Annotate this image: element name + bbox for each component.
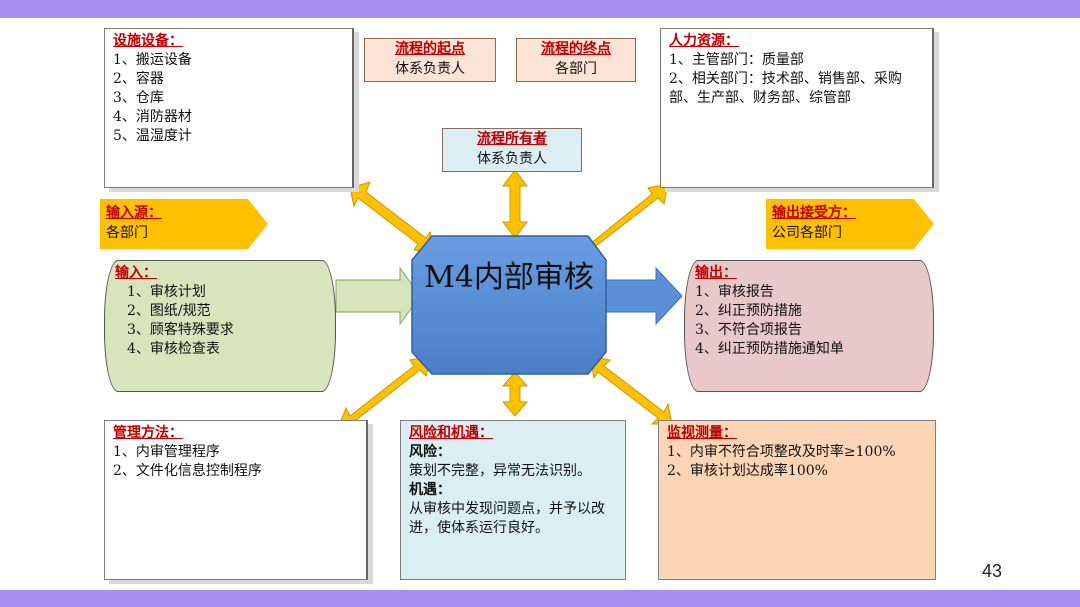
facilities-title: 设施设备： bbox=[113, 33, 183, 49]
output-receiver-box: 输出接受方： 公司各部门 bbox=[766, 199, 934, 249]
arrow-management bbox=[337, 355, 433, 429]
human-resources-box: 人力资源： 1、主管部门：质量部 2、相关部门：技术部、销售部、采购部、生产部、… bbox=[660, 28, 934, 188]
outputs-box: 输出： 1、审核报告 2、纠正预防措施 3、不符合项报告 4、纠正预防措施通知单 bbox=[684, 260, 934, 392]
input-arrow bbox=[335, 266, 421, 326]
input-source-box: 输入源： 各部门 bbox=[100, 199, 268, 249]
top-band bbox=[0, 0, 1080, 18]
arrow-owner bbox=[502, 169, 528, 239]
process-start-box: 流程的起点 体系负责人 bbox=[364, 38, 496, 82]
outputs-item: 4、纠正预防措施通知单 bbox=[695, 341, 844, 357]
outputs-title: 输出： bbox=[695, 265, 737, 281]
inputs-item: 3、顾客特殊要求 bbox=[127, 322, 234, 338]
page-number: 43 bbox=[982, 561, 1003, 581]
risk-box: 风险和机遇： 风险： 策划不完整，异常无法识别。 机遇： 从审核中发现问题点，并… bbox=[400, 420, 626, 580]
process-owner-title: 流程所有者 bbox=[477, 131, 547, 147]
outputs-item: 1、审核报告 bbox=[695, 284, 774, 300]
risk-text: 策划不完整，异常无法识别。 bbox=[409, 463, 591, 479]
process-end-title: 流程的终点 bbox=[541, 41, 611, 57]
hr-title: 人力资源： bbox=[669, 33, 739, 49]
arrow-facilities bbox=[349, 181, 435, 253]
output-arrow bbox=[597, 266, 683, 326]
monitoring-title: 监视测量： bbox=[667, 425, 737, 441]
process-end-value: 各部门 bbox=[555, 61, 597, 77]
process-start-title: 流程的起点 bbox=[395, 41, 465, 57]
management-item: 1、内审管理程序 bbox=[113, 444, 220, 460]
facilities-box: 设施设备： 1、搬运设备 2、容器 3、仓库 4、消防器材 5、温湿度计 bbox=[104, 28, 354, 188]
inputs-item: 4、审核检查表 bbox=[127, 341, 220, 357]
process-owner-box: 流程所有者 体系负责人 bbox=[442, 128, 582, 172]
facilities-item: 1、搬运设备 bbox=[113, 52, 192, 68]
management-box: 管理方法： 1、内审管理程序 2、文件化信息控制程序 bbox=[104, 420, 368, 580]
bottom-band bbox=[0, 590, 1080, 607]
facilities-item: 2、容器 bbox=[113, 71, 164, 87]
arrow-monitoring bbox=[589, 355, 673, 425]
hr-item: 2、相关部门：技术部、销售部、采购部、生产部、财务部、综管部 bbox=[669, 71, 902, 106]
process-start-value: 体系负责人 bbox=[395, 61, 465, 77]
output-receiver-title: 输出接受方： bbox=[772, 205, 856, 221]
input-source-title: 输入源： bbox=[106, 205, 162, 221]
outputs-item: 2、纠正预防措施 bbox=[695, 303, 802, 319]
center-hexagon bbox=[411, 235, 607, 375]
monitoring-item: 2、审核计划达成率100% bbox=[667, 463, 828, 479]
inputs-item: 1、审核计划 bbox=[127, 284, 206, 300]
facilities-item: 3、仓库 bbox=[113, 90, 164, 106]
management-title: 管理方法： bbox=[113, 425, 183, 441]
center-process-label: M4内部审核 bbox=[424, 260, 594, 295]
opportunity-text: 从审核中发现问题点，并予以改进，使体系运行良好。 bbox=[409, 501, 605, 536]
process-end-box: 流程的终点 各部门 bbox=[516, 38, 636, 82]
input-source-value: 各部门 bbox=[106, 225, 148, 241]
outputs-item: 3、不符合项报告 bbox=[695, 322, 802, 338]
opportunity-label: 机遇： bbox=[409, 482, 451, 498]
inputs-box: 输入： 1、审核计划 2、图纸/规范 3、顾客特殊要求 4、审核检查表 bbox=[104, 260, 336, 392]
monitoring-item: 1、内审不符合项整改及时率≥100% bbox=[667, 444, 896, 460]
process-owner-value: 体系负责人 bbox=[477, 151, 547, 167]
risk-label: 风险： bbox=[409, 444, 451, 460]
monitoring-box: 监视测量： 1、内审不符合项整改及时率≥100% 2、审核计划达成率100% bbox=[658, 420, 936, 580]
output-receiver-value: 公司各部门 bbox=[772, 225, 842, 241]
inputs-item: 2、图纸/规范 bbox=[127, 303, 211, 319]
management-item: 2、文件化信息控制程序 bbox=[113, 463, 262, 479]
facilities-item: 4、消防器材 bbox=[113, 109, 192, 125]
arrow-risk bbox=[501, 371, 529, 417]
facilities-item: 5、温湿度计 bbox=[113, 128, 192, 144]
hr-item: 1、主管部门：质量部 bbox=[669, 52, 804, 68]
risk-title: 风险和机遇： bbox=[409, 425, 493, 441]
inputs-title: 输入： bbox=[115, 265, 157, 281]
